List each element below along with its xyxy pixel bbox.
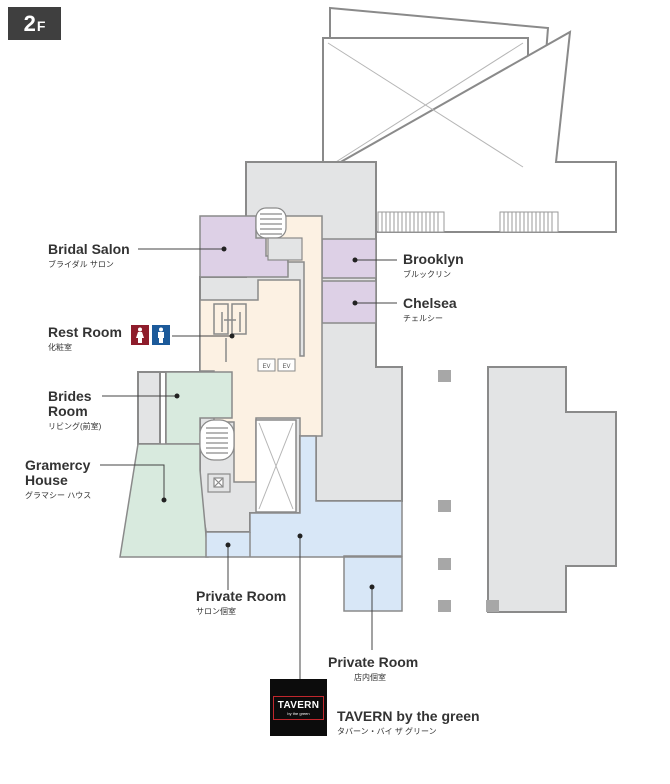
leader-lines <box>100 248 397 680</box>
tavern-logo-frame: TAVERN by the green <box>272 695 325 720</box>
brides-room-name-ja: リビング(前室) <box>48 422 102 431</box>
floor-number: 2 <box>23 11 36 36</box>
tavern-name-ja: タバーン・バイ ザ グリーン <box>337 727 437 736</box>
label-brooklyn: Brooklyn ブルックリン <box>403 252 464 280</box>
columns <box>438 370 499 612</box>
bridal-salon-name: Bridal Salon <box>48 241 130 257</box>
upper-building-x <box>327 42 524 168</box>
chelsea-name-ja: チェルシー <box>403 314 443 323</box>
private-room-store-name-ja: 店内個室 <box>354 673 386 682</box>
label-private-room-store: Private Room 店内個室 <box>328 655 418 683</box>
chelsea-name: Chelsea <box>403 295 457 311</box>
label-bridal-salon: Bridal Salon ブライダル サロン <box>48 242 130 270</box>
private-room-store-name: Private Room <box>328 654 419 670</box>
label-chelsea: Chelsea チェルシー <box>403 296 457 324</box>
stair-hatching-right <box>377 211 559 233</box>
tavern-logo-title: TAVERN <box>277 699 320 711</box>
tavern-logo: TAVERN by the green <box>270 679 327 736</box>
elevator-label-1: EV <box>262 364 270 370</box>
right-building <box>487 366 617 613</box>
label-private-room-salon: Private Room サロン個室 <box>196 589 286 617</box>
bridal-salon-name-ja: ブライダル サロン <box>48 260 114 269</box>
gramercy-house-name: Gramercy House <box>25 457 91 488</box>
tavern-name: TAVERN by the green <box>337 708 480 724</box>
rest-room-name: Rest Room <box>48 324 122 340</box>
private-room-salon-name: Private Room <box>196 588 287 604</box>
upper-building <box>319 6 617 233</box>
gramercy-house-name-ja: グラマシー ハウス <box>25 491 92 500</box>
private-room-salon-name-ja: サロン個室 <box>196 607 236 616</box>
brides-room-name: Brides Room <box>48 388 92 419</box>
floor-badge: 2 F <box>8 7 61 40</box>
private-room-store-area <box>343 556 403 612</box>
restroom-cubicles <box>213 303 247 362</box>
tavern-logo-subtitle: by the green <box>287 710 310 716</box>
stairs-middle <box>199 419 235 493</box>
rest-room-name-ja: 化粧室 <box>48 343 72 352</box>
label-rest-room: Rest Room 化粧室 <box>48 325 122 353</box>
male-restroom-icon <box>152 325 170 345</box>
female-restroom-icon <box>131 325 149 345</box>
brooklyn-name: Brooklyn <box>403 251 464 267</box>
label-tavern: TAVERN by the green タバーン・バイ ザ グリーン <box>337 709 480 737</box>
chelsea-area <box>321 280 377 324</box>
label-gramercy-house: Gramercy House グラマシー ハウス <box>25 458 95 501</box>
leader-dots <box>161 246 375 590</box>
elevator-label-2: EV <box>282 364 290 370</box>
label-brides-room: Brides Room リビング(前室) <box>48 389 108 432</box>
brooklyn-area <box>321 238 377 279</box>
brooklyn-name-ja: ブルックリン <box>403 270 451 279</box>
void-shaft <box>255 419 297 513</box>
floor-unit: F <box>36 18 46 34</box>
elevators <box>257 358 296 372</box>
stairs-top <box>255 207 303 261</box>
